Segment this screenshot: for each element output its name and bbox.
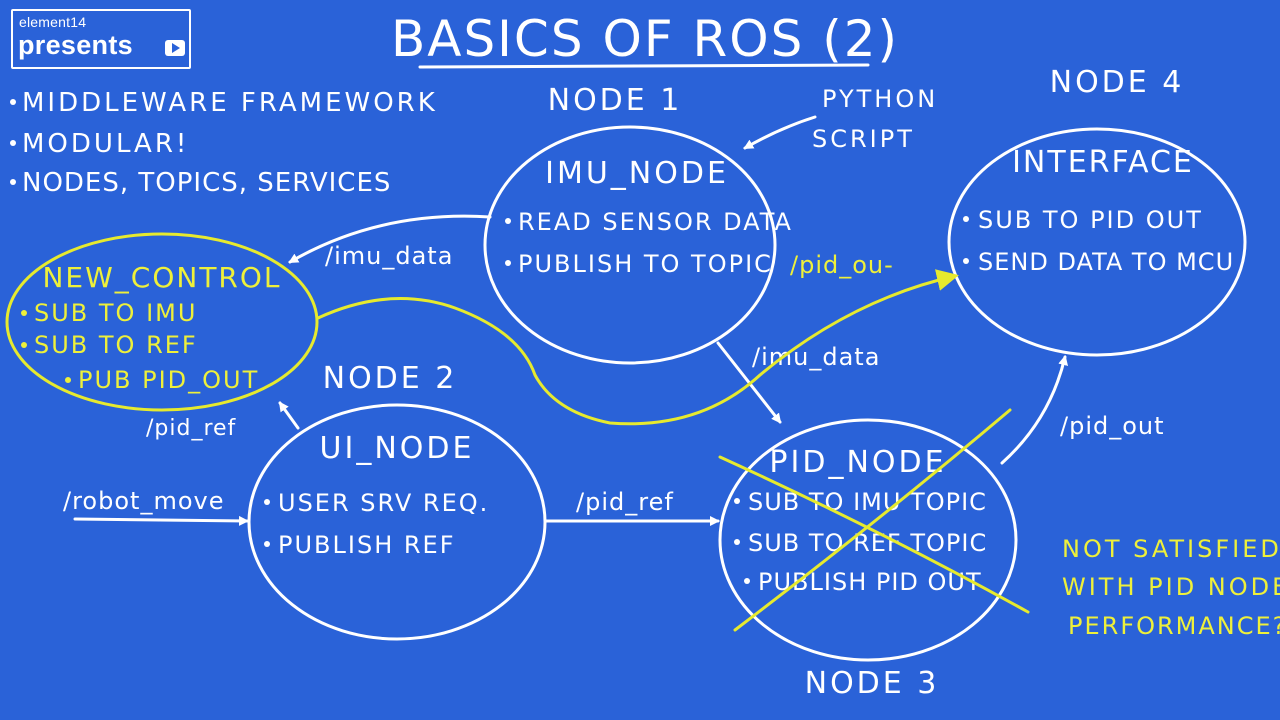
new-control-ellipse (5, 232, 319, 412)
ui-node-item-user: USER SRV REQ. (278, 489, 489, 517)
pid-node-item-publish: PUBLISH PID OUT (758, 568, 982, 596)
node3-caption: NODE 3 (805, 666, 940, 701)
bullet-nodes: NODES, TOPICS, SERVICES (22, 168, 391, 198)
imu-node-name: IMU_NODE (545, 156, 729, 191)
pid-node-ellipse (718, 418, 1018, 662)
pid-node-name: PID_NODE (769, 445, 946, 480)
python-note-arrow (743, 115, 817, 150)
ui-node-item-publish: PUBLISH REF (278, 531, 456, 559)
arrow-robot-move (73, 515, 249, 526)
topic-robot-move: /robot_move (63, 487, 224, 515)
node2-caption: NODE 2 (323, 361, 458, 396)
interface-node-name: INTERFACE (1012, 145, 1194, 180)
new-control-item-imu: SUB TO IMU (34, 299, 197, 327)
new-control-name: NEW_CONTROL (42, 261, 281, 294)
ui-node-name: UI_NODE (320, 431, 475, 466)
pid-node-strike-2 (733, 408, 1012, 632)
python-note-line2: SCRIPT (812, 125, 915, 153)
bullet-modular: MODULAR! (22, 129, 189, 159)
imu-node-ellipse (483, 125, 777, 365)
arrow-imu-to-new-control (288, 214, 492, 264)
new-control-item-pub: PUB PID_OUT (78, 366, 259, 394)
imu-node-item-publish: PUBLISH TO TOPIC (518, 250, 773, 278)
topic-pid-ref-right: /pid_ref (576, 488, 674, 516)
topic-pid-out: /pid_out (1060, 412, 1165, 440)
title-underline (418, 63, 870, 69)
interface-node-item-sub: SUB TO PID OUT (978, 206, 1203, 234)
topic-imu-data-down: /imu_data (752, 343, 880, 371)
topic-pid-out-yellow: /pid_ou- (790, 251, 894, 279)
interface-node-ellipse (947, 127, 1247, 357)
python-note-line1: PYTHON (822, 85, 938, 113)
bullet-middleware: MIDDLEWARE FRAMEWORK (22, 88, 438, 118)
pid-node-strike-1 (718, 455, 1030, 614)
pid-node-item-imu: SUB TO IMU TOPIC (748, 488, 987, 516)
question-line2: WITH PID NODE (1062, 573, 1280, 601)
play-icon (165, 40, 185, 56)
arrow-new-control-to-interface (316, 269, 959, 426)
new-control-item-ref: SUB TO REF (34, 331, 198, 359)
topic-imu-data-left: /imu_data (325, 242, 453, 270)
element14-logo: element14 presents (11, 9, 191, 69)
logo-bottom-text: presents (18, 30, 133, 60)
imu-node-item-read: READ SENSOR DATA (518, 208, 793, 236)
question-line3: PERFORMANCE? (1068, 612, 1280, 640)
bullet-list: MIDDLEWARE FRAMEWORK MODULAR! NODES, TOP… (10, 88, 438, 198)
node1-caption: NODE 1 (548, 83, 683, 118)
arrow-ui-to-new-control (278, 401, 300, 430)
question-line1: NOT SATISFIED (1062, 535, 1280, 563)
interface-node-item-send: SEND DATA TO MCU (978, 248, 1234, 276)
logo-top-text: element14 (19, 14, 87, 30)
topic-pid-ref-up: /pid_ref (146, 416, 237, 441)
pid-node-item-ref: SUB TO REF TOPIC (748, 529, 987, 557)
node4-caption: NODE 4 (1050, 65, 1185, 100)
arrow-pid-to-interface (1000, 355, 1069, 465)
page-title: BASICS OF ROS (2) (391, 10, 899, 68)
